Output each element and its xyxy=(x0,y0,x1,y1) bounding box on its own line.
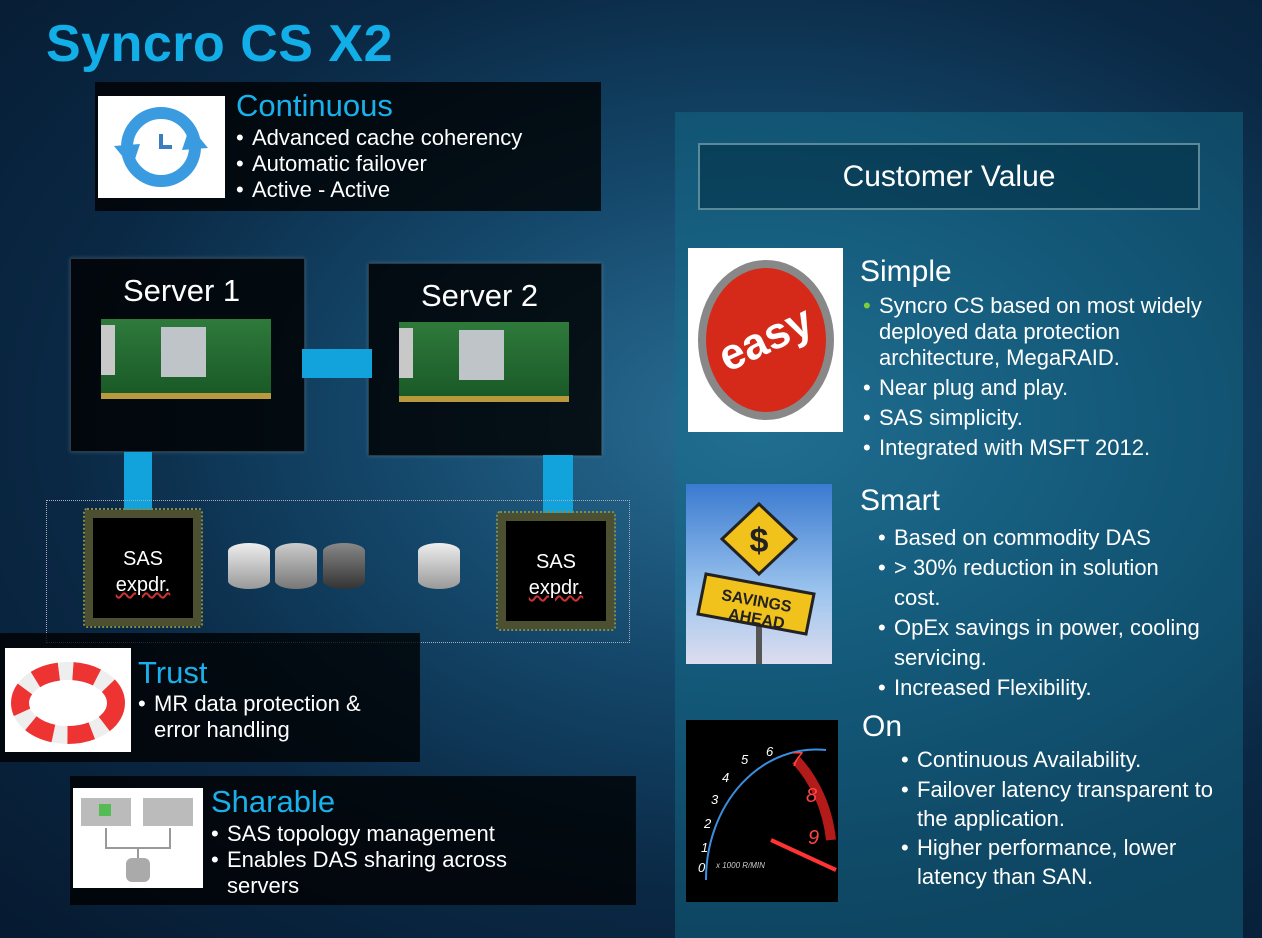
gauge-label: 6 xyxy=(766,744,774,759)
server-1-label: Server 1 xyxy=(123,273,241,308)
bullet: Increased Flexibility. xyxy=(878,673,1208,703)
server-2-box: Server 2 xyxy=(368,263,602,456)
bullet: MR data protection & error handling xyxy=(138,691,408,743)
continuous-panel: Continuous Advanced cache coherency Auto… xyxy=(95,82,601,211)
gauge-label: 1 xyxy=(701,840,708,855)
continuous-bullets: Advanced cache coherency Automatic failo… xyxy=(236,125,522,203)
smart-heading: Smart xyxy=(860,484,941,517)
easy-button-image: easy xyxy=(688,248,843,432)
expander-label: expdr. xyxy=(528,577,584,599)
expander-label: SAS xyxy=(122,548,164,570)
bullet: SAS simplicity. xyxy=(863,405,1243,431)
customer-value-panel: Customer Value easy Simple Syncro CS bas… xyxy=(675,112,1243,938)
bullet: Continuous Availability. xyxy=(901,745,1241,775)
on-bullets: Continuous Availability. Failover latenc… xyxy=(901,745,1241,891)
disk-icon xyxy=(418,543,460,589)
dollar-sign-text: $ xyxy=(750,522,769,560)
bullet: Failover latency transparent to the appl… xyxy=(901,775,1241,833)
bullet: Automatic failover xyxy=(236,151,522,177)
sas-expander-2: SAS expdr. xyxy=(496,511,616,631)
gauge-unit: x 1000 R/MIN xyxy=(715,861,765,870)
gauge-label: 9 xyxy=(808,827,819,849)
bullet: Syncro CS based on most widely deployed … xyxy=(863,293,1243,371)
gauge-label: 0 xyxy=(698,860,706,875)
gauge-label: 2 xyxy=(703,816,712,831)
bullet: Higher performance, lower latency than S… xyxy=(901,833,1241,891)
simple-bullets: Syncro CS based on most widely deployed … xyxy=(863,293,1243,461)
gauge-label: 7 xyxy=(791,749,803,771)
expander-label: expdr. xyxy=(115,574,171,596)
smart-bullets: Based on commodity DAS > 30% reduction i… xyxy=(878,523,1208,703)
trust-bullets: MR data protection & error handling xyxy=(138,691,408,743)
sharable-heading: Sharable xyxy=(211,784,336,819)
raid-card-image xyxy=(101,319,271,399)
on-heading: On xyxy=(862,710,903,743)
gauge-label: 4 xyxy=(722,770,729,785)
bullet: Active - Active xyxy=(236,177,522,203)
trust-heading: Trust xyxy=(138,655,208,690)
gauge-label: 8 xyxy=(806,785,817,807)
bullet: Near plug and play. xyxy=(863,375,1243,401)
server-1-connector xyxy=(124,452,152,512)
continuous-heading: Continuous xyxy=(236,88,393,123)
bullet: OpEx savings in power, cooling servicing… xyxy=(878,613,1208,673)
bullet: Advanced cache coherency xyxy=(236,125,522,151)
disk-icon xyxy=(228,543,270,589)
bullet: > 30% reduction in solution cost. xyxy=(878,553,1208,613)
bullet: Integrated with MSFT 2012. xyxy=(863,435,1243,461)
trust-panel: Trust MR data protection & error handlin… xyxy=(0,633,420,762)
simple-heading: Simple xyxy=(860,255,952,288)
slide-title: Syncro CS X2 xyxy=(46,15,394,73)
server-1-box: Server 1 xyxy=(70,258,305,452)
expander-label: SAS xyxy=(535,551,577,573)
raid-card-image xyxy=(399,322,569,402)
speedometer-image: 0 1 2 3 4 5 6 7 8 9 x 1000 R/MIN xyxy=(686,720,838,902)
shared-storage-icon xyxy=(73,788,203,888)
sync-clock-icon xyxy=(98,96,225,198)
bullet: Enables DAS sharing across servers xyxy=(211,847,541,899)
sas-expander-1: SAS expdr. xyxy=(83,508,203,628)
gauge-label: 5 xyxy=(741,752,749,767)
disk-icon xyxy=(323,543,365,589)
gauge-label: 3 xyxy=(711,792,719,807)
sharable-panel: Sharable SAS topology management Enables… xyxy=(70,776,636,905)
disk-icon xyxy=(275,543,317,589)
sharable-bullets: SAS topology management Enables DAS shar… xyxy=(211,821,541,899)
server-2-label: Server 2 xyxy=(421,278,539,313)
server-link-connector xyxy=(302,349,372,378)
life-ring-icon xyxy=(5,648,131,752)
bullet: SAS topology management xyxy=(211,821,541,847)
bullet: Based on commodity DAS xyxy=(878,523,1208,553)
server-2-connector xyxy=(543,455,573,513)
customer-value-title: Customer Value xyxy=(698,143,1200,210)
